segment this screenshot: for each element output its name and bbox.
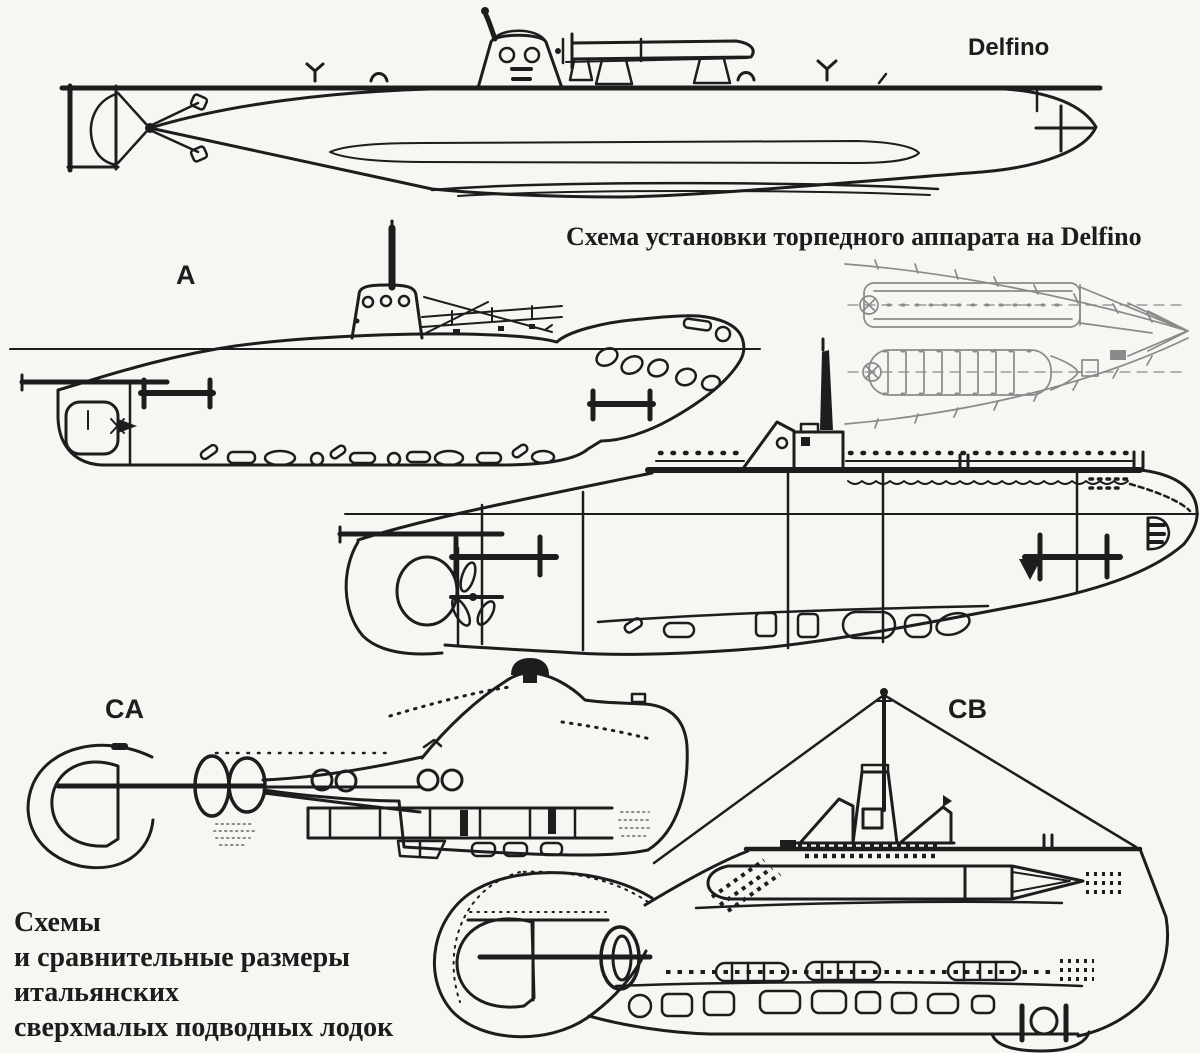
submarine-ca-label: CA	[105, 694, 144, 724]
submarine-a-figure	[9, 219, 761, 467]
submarine-a-hull	[56, 314, 746, 467]
submarine-b-hydroplane-marker-bow	[1019, 532, 1123, 582]
delfino-conning-tower	[476, 7, 564, 90]
cb-keel-line	[587, 1014, 1080, 1036]
submarine-b-stern-foot	[344, 540, 444, 656]
bottom-caption-line-2: и сравнительные размеры	[14, 942, 350, 973]
cb-bow-sonar	[990, 1003, 1091, 1053]
torpedo-scheme-caption: Схема установки торпедного аппарата на D…	[566, 222, 1142, 251]
ca-keel-fin	[396, 839, 447, 860]
tower-porthole	[498, 46, 516, 64]
submarine-a-hydroplane-marker-stern	[138, 377, 216, 410]
cb-pill-fittings	[714, 960, 1022, 983]
submarine-b-conning-tower	[740, 337, 845, 472]
torpedo-installation-plan-view	[844, 259, 1189, 429]
cb-keel-band-line	[614, 980, 1084, 988]
submarine-a-bottom-slots	[199, 443, 556, 467]
cb-tower-window	[861, 807, 884, 830]
delfino-bulge-line-1	[430, 181, 940, 192]
submarine-a-bow-railing	[421, 296, 563, 335]
cb-chine-line	[694, 900, 1064, 910]
plan-hull-lower-edge	[844, 337, 1189, 425]
submarine-b-bottom	[443, 542, 1186, 656]
ca-hatch	[511, 658, 549, 675]
cb-stern-opening	[455, 917, 536, 1009]
submarine-b-stern-opening	[395, 555, 459, 627]
plan-upper-torpedo-tube	[859, 282, 1189, 357]
submarine-b-slot-band-line	[596, 604, 990, 624]
cb-sheer-line	[643, 849, 750, 907]
cb-keel-slots	[627, 989, 996, 1019]
ca-stipple-patch-bow	[618, 811, 652, 837]
delfino-bow-cross-mark	[1034, 104, 1095, 153]
submarine-cb-figure	[432, 688, 1170, 1053]
submarine-b-hydroplane-marker-stern	[449, 534, 559, 579]
plan-hull-upper-edge	[844, 263, 1189, 332]
ca-dotted-bands	[388, 685, 652, 741]
plan-lower-torpedo-tube	[862, 349, 1126, 396]
delfino-hull	[148, 87, 1098, 199]
submarine-a-label: A	[176, 260, 196, 290]
tower-porthole	[523, 46, 541, 64]
cb-bow	[1076, 847, 1170, 1038]
delfino-figure	[59, 7, 1103, 199]
delfino-deck-torpedo	[555, 32, 755, 86]
submarine-a-hydroplane-marker-bow	[587, 388, 656, 422]
submarine-b-bow	[1138, 468, 1199, 546]
bottom-caption: Схемы и сравнительные размеры итальянски…	[14, 907, 394, 1043]
submarine-ca-figure	[26, 658, 689, 870]
cb-mast-cables	[652, 693, 1138, 865]
submarine-a-conning-tower	[350, 219, 424, 340]
delfino-stern-frame	[66, 83, 209, 173]
cb-side-torpedo	[706, 864, 1085, 901]
bottom-caption-line-4: сверхмалых подводных лодок	[14, 1012, 394, 1043]
cb-dot-grids	[1060, 872, 1124, 981]
submarine-a-bow-limber-holes	[595, 346, 722, 392]
submarine-b-figure	[337, 337, 1199, 656]
ca-hull-top	[420, 671, 689, 852]
submarine-b-bottom-slots	[623, 610, 971, 640]
delfino-label: Delfino	[968, 34, 1049, 61]
ca-stern-opening	[50, 760, 120, 848]
submarine-b-section-lines	[456, 470, 1079, 652]
cb-conning-tower	[791, 763, 956, 845]
submarine-a-stern-opening	[64, 400, 120, 456]
submarine-a-propeller	[118, 419, 137, 433]
ca-stern-guard	[26, 743, 155, 870]
ca-window-band	[306, 806, 614, 840]
cb-stern-guard	[432, 871, 654, 1039]
delfino-deck-fittings	[305, 59, 888, 85]
submarine-b-chain-wale	[847, 480, 1129, 485]
submarine-b-periscope	[820, 350, 833, 430]
cb-checker-patch	[710, 858, 782, 913]
delfino-bulge-line-2	[457, 189, 931, 197]
ca-portholes	[310, 768, 464, 793]
bottom-caption-line-3: итальянских	[14, 977, 179, 1008]
ca-stipple-patch-stern	[213, 823, 255, 846]
submarine-b-bow-tube-cap	[1146, 516, 1171, 551]
delfino-saddle-tank-line	[329, 140, 920, 164]
bottom-caption-line-1: Схемы	[14, 907, 101, 938]
ca-hull-bottom	[262, 788, 650, 857]
submarine-b-sheer-line	[356, 471, 654, 542]
submarine-cb-label: CB	[948, 694, 987, 724]
delfino-periscope	[483, 12, 498, 42]
